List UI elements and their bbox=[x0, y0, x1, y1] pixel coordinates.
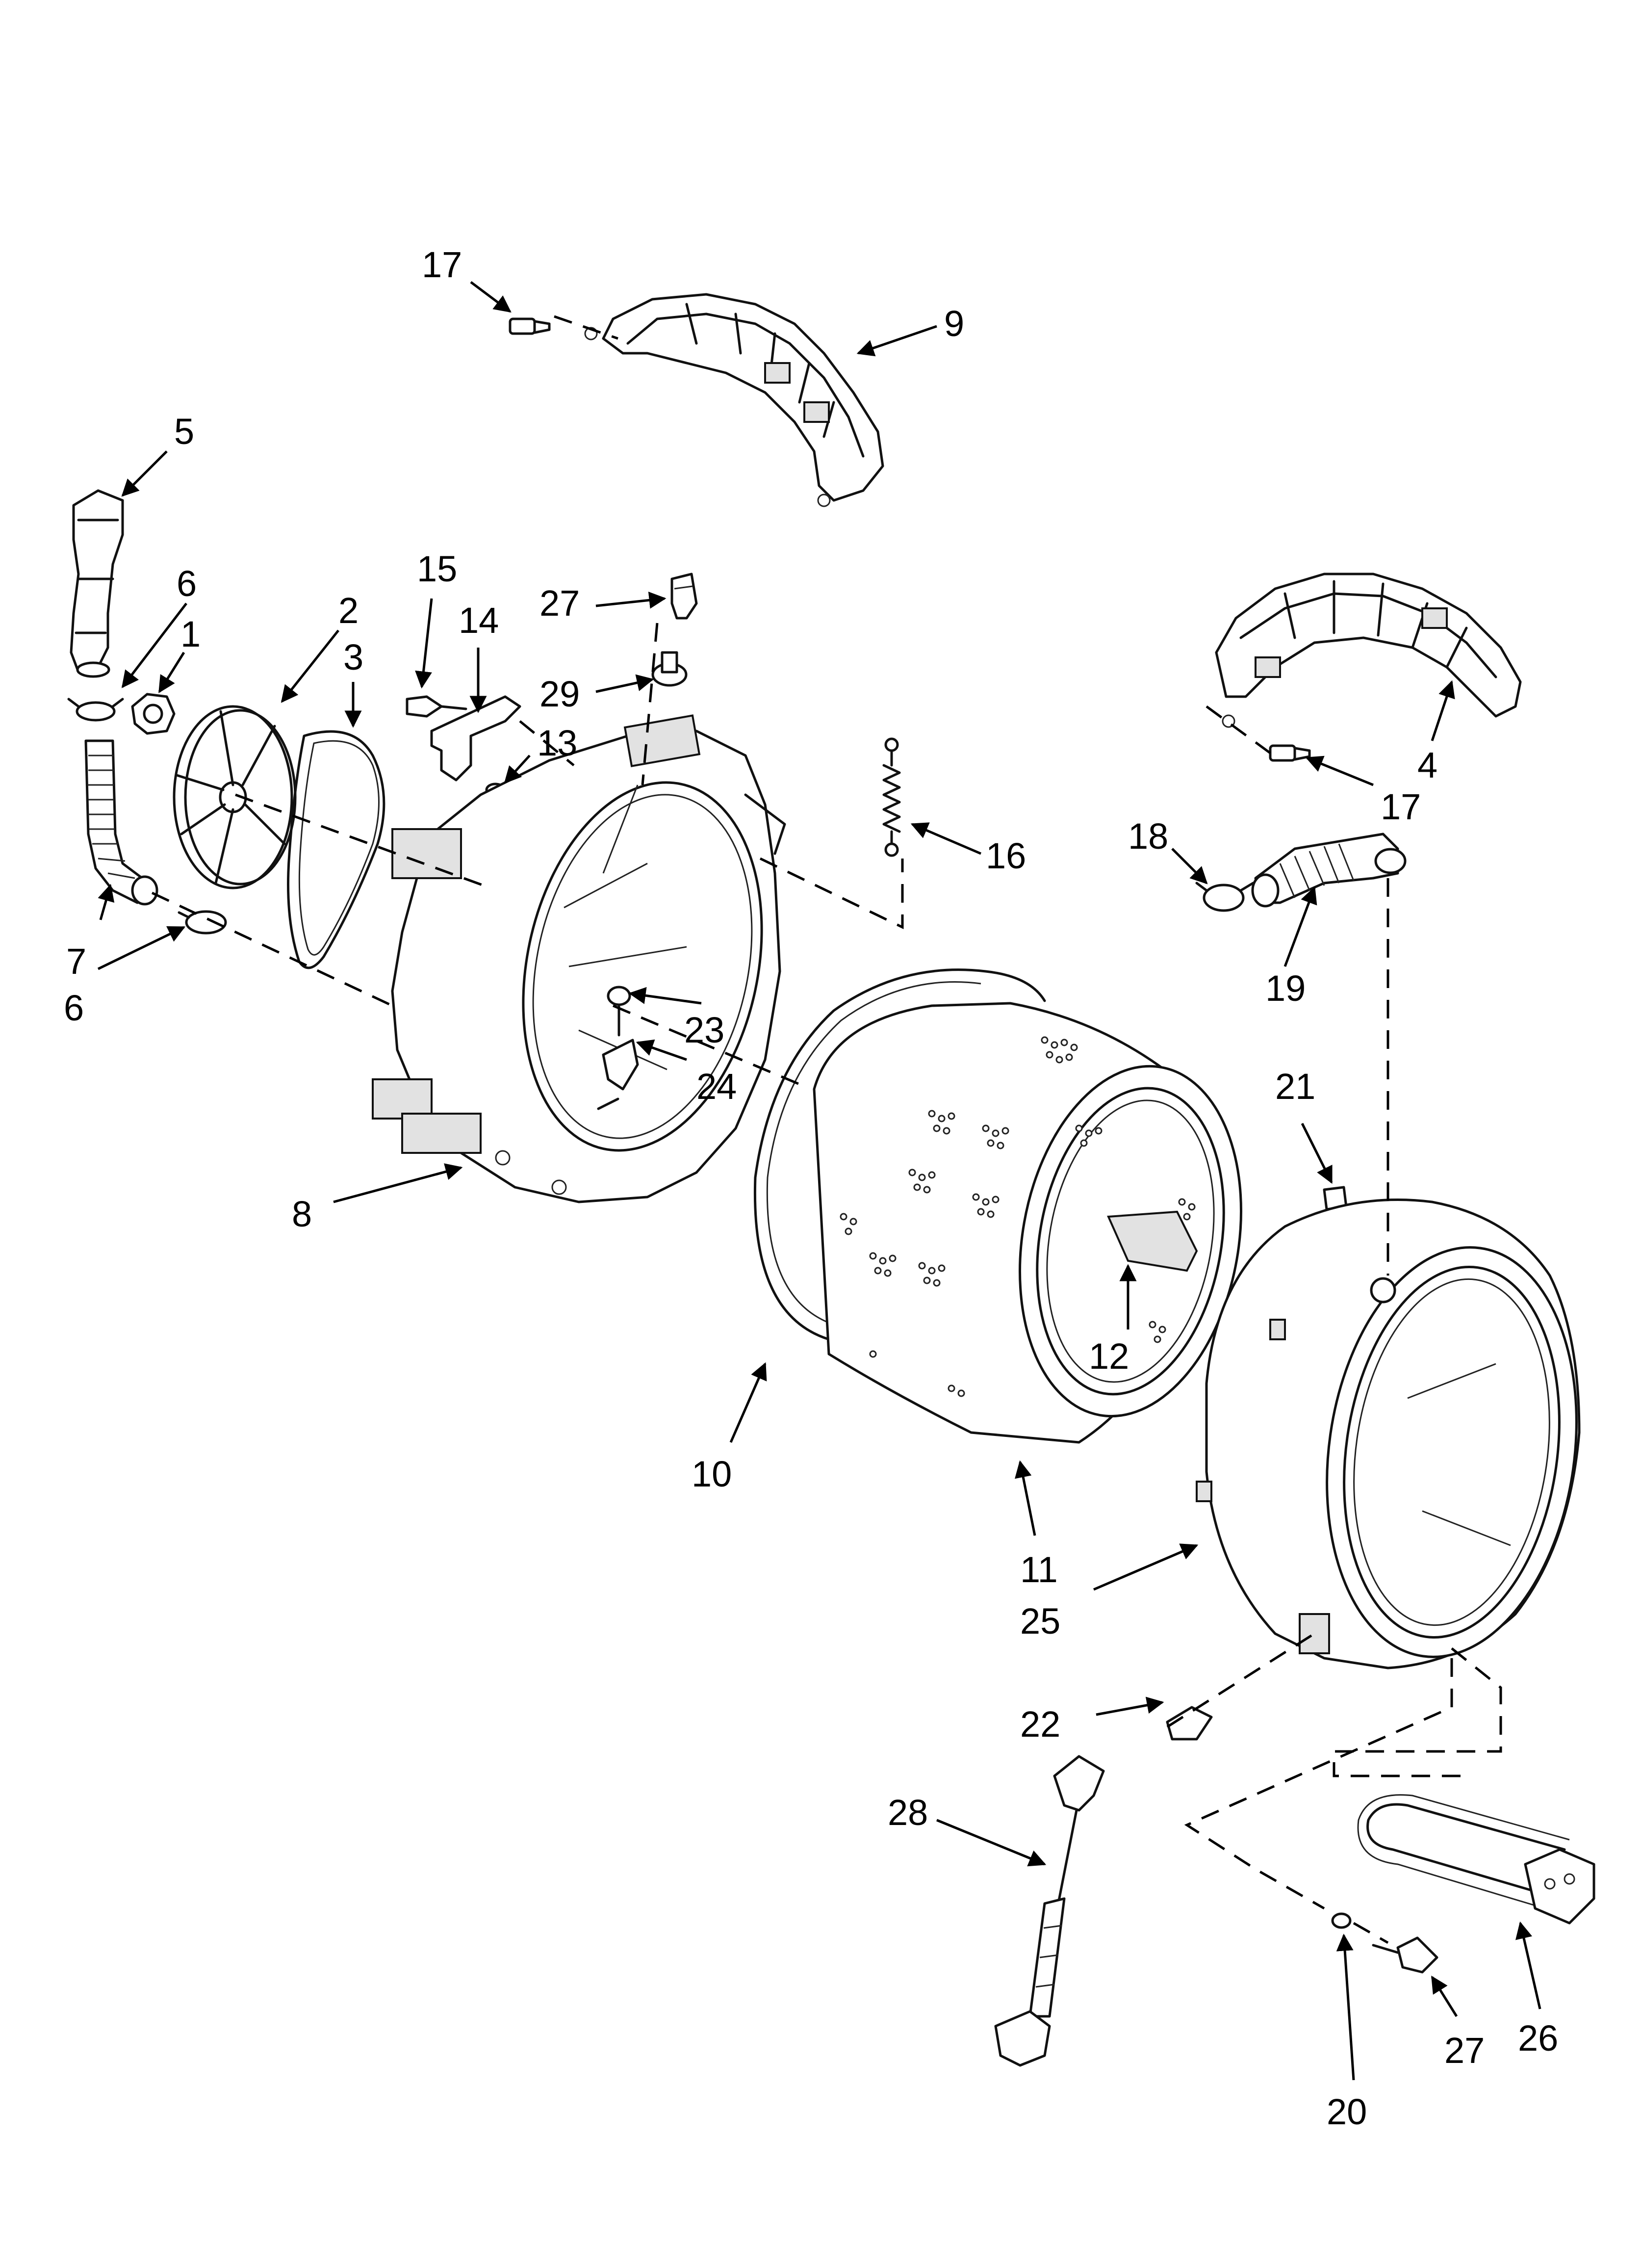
part-23-screw bbox=[607, 986, 631, 1037]
callout-15: 15 bbox=[417, 548, 457, 589]
callout-6-upper: 6 bbox=[177, 563, 197, 604]
callout-labels: 17 9 5 6 1 2 3 15 14 27 29 13 16 4 17 18… bbox=[64, 244, 1558, 2132]
part-22-pad bbox=[1166, 1706, 1213, 1741]
part-9-rear-bracket bbox=[584, 293, 884, 507]
callout-28: 28 bbox=[888, 1792, 928, 1833]
callout-19: 19 bbox=[1265, 968, 1306, 1009]
callout-18: 18 bbox=[1128, 816, 1168, 857]
callout-21: 21 bbox=[1275, 1066, 1315, 1107]
part-17-screw-lower bbox=[1269, 744, 1311, 762]
callout-14: 14 bbox=[459, 600, 499, 641]
callout-1: 1 bbox=[180, 614, 201, 654]
part-1-nut bbox=[131, 693, 176, 735]
part-27-sensor-upper bbox=[670, 573, 698, 620]
part-19-bellows-hose bbox=[1251, 833, 1407, 908]
callout-22: 22 bbox=[1020, 1704, 1060, 1745]
callout-16: 16 bbox=[986, 835, 1026, 876]
callout-13: 13 bbox=[537, 723, 577, 763]
part-28-shock-absorber bbox=[994, 1755, 1105, 2067]
part-6-clamp-upper bbox=[67, 698, 124, 722]
callout-27-upper: 27 bbox=[539, 583, 580, 624]
part-11-inner-drum bbox=[813, 1002, 1242, 1444]
callout-8: 8 bbox=[292, 1194, 312, 1234]
callout-4: 4 bbox=[1417, 745, 1437, 785]
part-3-belt bbox=[287, 730, 385, 969]
part-16-spring bbox=[882, 737, 901, 857]
callout-3: 3 bbox=[343, 637, 363, 678]
part-24-bracket bbox=[597, 1039, 639, 1110]
part-5-hose-connector bbox=[70, 489, 124, 678]
callout-11: 11 bbox=[1020, 1549, 1058, 1590]
part-4-front-bracket bbox=[1215, 573, 1522, 728]
callout-17-lower: 17 bbox=[1381, 786, 1421, 827]
part-8-rear-tub bbox=[372, 714, 786, 1203]
part-29-grommet bbox=[651, 651, 688, 687]
callout-29: 29 bbox=[539, 674, 580, 714]
part-25-front-tub bbox=[1196, 1199, 1581, 1669]
part-27-sensor-lower bbox=[1372, 1936, 1438, 1974]
callout-2: 2 bbox=[338, 590, 359, 631]
part-2-pulley bbox=[173, 705, 297, 889]
part-14-bracket bbox=[430, 695, 521, 782]
callout-5: 5 bbox=[174, 411, 194, 452]
part-10-seal-ring bbox=[753, 968, 1046, 1341]
part-18-clamp bbox=[1195, 882, 1255, 912]
part-17-screw-upper bbox=[509, 317, 551, 335]
callout-24: 24 bbox=[696, 1066, 737, 1107]
part-12-lifter bbox=[1107, 1210, 1198, 1272]
callout-23: 23 bbox=[684, 1010, 724, 1050]
alignment-lines bbox=[151, 315, 1502, 1944]
leader-arrows bbox=[97, 281, 1541, 2081]
callout-6-lower: 6 bbox=[64, 988, 84, 1028]
callout-25: 25 bbox=[1020, 1601, 1060, 1642]
part-15-screw bbox=[406, 695, 467, 718]
part-7-drain-hose bbox=[84, 739, 158, 906]
callout-27-lower: 27 bbox=[1444, 2030, 1485, 2071]
callout-7: 7 bbox=[66, 941, 86, 982]
part-20-grommet bbox=[1331, 1912, 1352, 1929]
callout-12: 12 bbox=[1089, 1336, 1129, 1377]
callout-9: 9 bbox=[944, 303, 964, 344]
callout-26: 26 bbox=[1518, 2018, 1558, 2059]
callout-10: 10 bbox=[692, 1454, 732, 1494]
callout-17-upper: 17 bbox=[422, 244, 462, 285]
part-26-heater bbox=[1357, 1794, 1595, 1925]
part-6-clamp-lower bbox=[178, 910, 227, 935]
callout-20: 20 bbox=[1327, 2091, 1367, 2132]
